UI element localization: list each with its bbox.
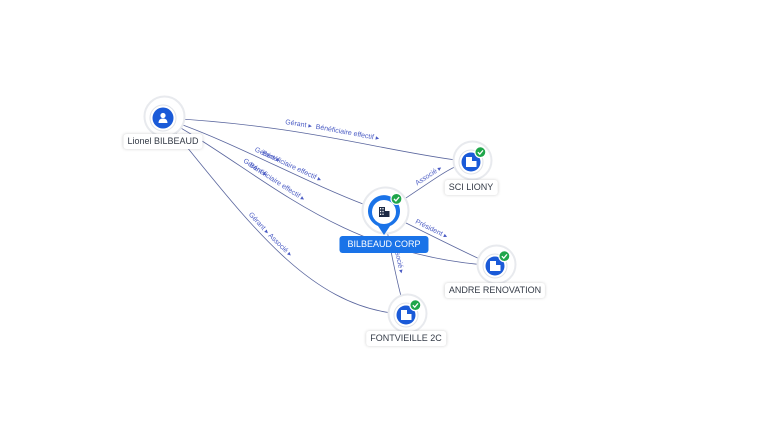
nodes-layer bbox=[143, 95, 517, 334]
edge-label: Associé ▸ bbox=[267, 232, 294, 258]
node-andre[interactable] bbox=[476, 244, 517, 285]
person-icon bbox=[158, 112, 168, 123]
verified-check-icon bbox=[409, 299, 422, 312]
node-sciliony[interactable] bbox=[452, 140, 493, 181]
edge-label: Gérant ▸ bbox=[285, 119, 313, 130]
verified-check-icon bbox=[474, 146, 487, 159]
node-lionel[interactable] bbox=[143, 95, 186, 138]
edge-lionel-sciliony bbox=[162, 117, 456, 161]
verified-check-icon bbox=[390, 192, 403, 205]
node-label-lionel[interactable]: Lionel BILBEAUD bbox=[123, 134, 203, 149]
building-icon bbox=[490, 261, 501, 271]
node-font[interactable] bbox=[387, 293, 428, 334]
node-label-bilbeaud[interactable]: BILBEAUD CORP bbox=[339, 236, 429, 253]
edge-lionel-font bbox=[162, 117, 391, 314]
edge-lionel-bilbeaud bbox=[162, 117, 366, 206]
verified-check-icon bbox=[498, 250, 511, 263]
building-icon bbox=[466, 157, 477, 167]
building-icon bbox=[401, 310, 412, 320]
building-icon bbox=[379, 207, 390, 217]
node-label-sciliony[interactable]: SCI LIONY bbox=[444, 180, 498, 195]
edge-label: Gérant ▸ bbox=[247, 211, 271, 236]
edge-lionel-andre bbox=[162, 117, 480, 265]
node-bilbeaud[interactable] bbox=[361, 186, 410, 236]
node-label-andre[interactable]: ANDRE RENOVATION bbox=[444, 283, 546, 298]
edges-layer: Gérant ▸Bénéficiaire effectif ▸Gérant ▸B… bbox=[162, 117, 481, 314]
node-label-font[interactable]: FONTVIEILLE 2C bbox=[366, 331, 446, 346]
edge-label: Bénéficiaire effectif ▸ bbox=[315, 124, 380, 143]
